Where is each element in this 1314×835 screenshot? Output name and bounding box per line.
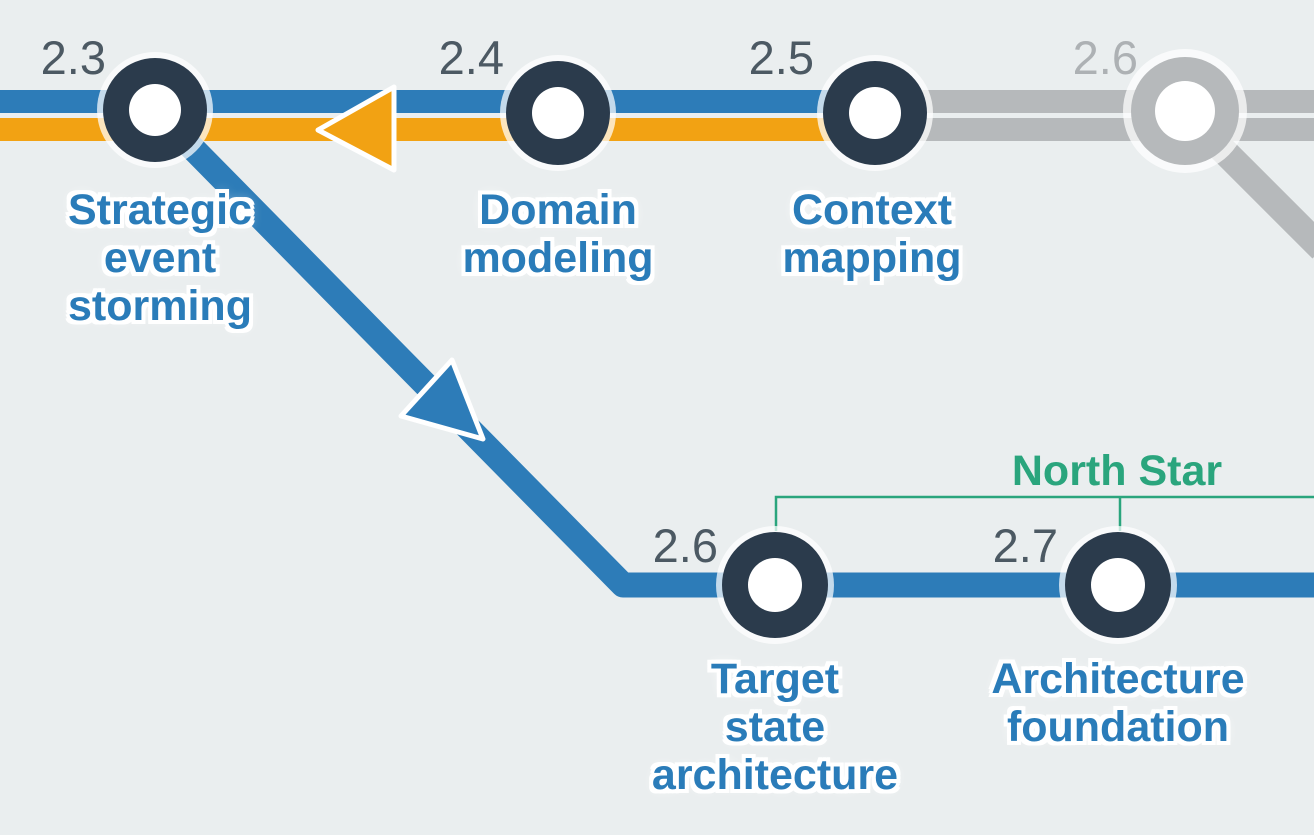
- blue-down-arrow-icon: [398, 357, 486, 442]
- station-2-6-future: [1123, 49, 1247, 173]
- station-number-2-3: 2.3: [40, 31, 106, 84]
- station-2-4: [500, 55, 616, 171]
- station-label-context-mapping: Context mapping: [782, 186, 962, 283]
- station-number-2-5: 2.5: [748, 31, 814, 84]
- station-label-domain-modeling: Domain modeling: [462, 186, 654, 283]
- blue-branch-path: [146, 101, 1314, 598]
- station-2-6-lower: [716, 526, 834, 644]
- station-label-target-state-architecture: Target state architecture: [651, 655, 899, 800]
- north-star-bracket: [774, 495, 1314, 531]
- orange-left-arrow-icon: [315, 84, 397, 173]
- station-2-7: [1059, 526, 1177, 644]
- station-number-2-6: 2.6: [652, 519, 718, 572]
- station-label-strategic-event-storming: Strategic event storming: [67, 186, 252, 331]
- station-2-3: [97, 52, 213, 168]
- station-label-architecture-foundation: Architecture foundation: [991, 655, 1245, 752]
- top-line-orange: [0, 118, 902, 141]
- station-number-2-6-future: 2.6: [1072, 31, 1138, 84]
- station-number-2-7: 2.7: [992, 519, 1058, 572]
- top-line-blue: [0, 90, 902, 113]
- station-2-5: [817, 55, 933, 171]
- north-star-label: North Star: [1011, 447, 1223, 495]
- station-number-2-4: 2.4: [438, 31, 504, 84]
